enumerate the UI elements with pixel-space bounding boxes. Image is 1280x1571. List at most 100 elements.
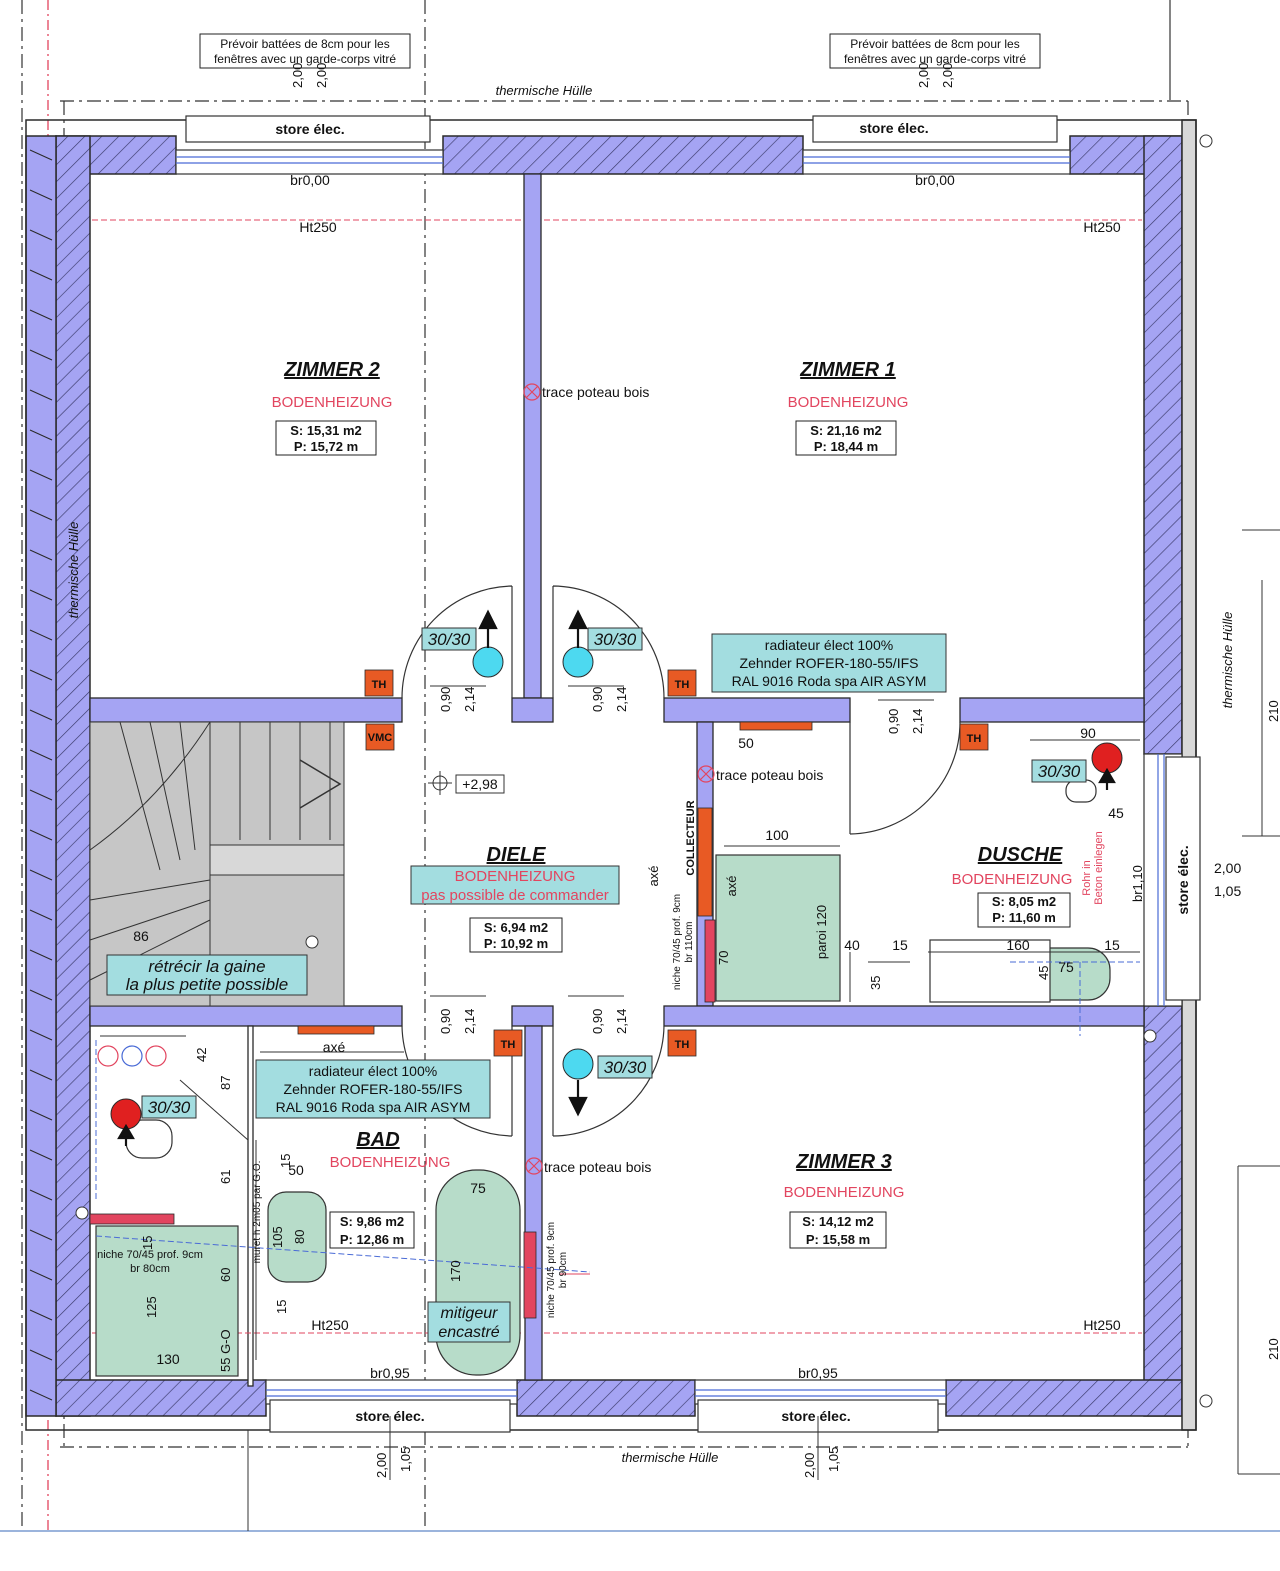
room-title-dusche: DUSCHE: [978, 844, 1063, 866]
store-label-top-left: store élec.: [275, 121, 344, 137]
note-top-right-1: Prévoir battées de 8cm pour les: [850, 37, 1019, 51]
area-boxes: [199, 33, 1071, 1249]
dim-170: 170: [448, 1260, 463, 1282]
note-diele: pas possible de commander: [421, 887, 609, 904]
heating-dusche: BODENHEIZUNG: [952, 871, 1073, 888]
dim-bottom-right-a: 2,00: [802, 1453, 817, 1478]
ht-zimmer1: Ht250: [1083, 219, 1121, 235]
radiator-top-2: Zehnder ROFER-180-55/IFS: [740, 655, 919, 671]
store-label-right: store élec.: [1175, 845, 1191, 914]
envelope-label-left: thermische Hülle: [66, 522, 81, 619]
perimeter-bad: P: 12,86 m: [340, 1232, 404, 1247]
dim-86: 86: [133, 928, 149, 944]
note-top-right-2: fenêtres avec un garde-corps vitré: [844, 52, 1026, 66]
insulation-ticks: [29, 149, 53, 1401]
trace-label-2: trace poteau bois: [716, 767, 823, 783]
dim-15-c: 15: [278, 1154, 293, 1168]
dimension-lines: [95, 529, 1280, 1531]
dim-55go: 55 G-O: [218, 1329, 233, 1372]
dim-40: 40: [844, 937, 860, 953]
dim-right-105: 1,05: [1214, 883, 1241, 899]
mitigeur-2: encastré: [438, 1324, 499, 1341]
dim-door-2a: 0,90: [590, 687, 605, 712]
dim-door-1a: 0,90: [438, 687, 453, 712]
area-zimmer3: S: 14,12 m2: [802, 1214, 874, 1229]
dim-45-b: 45: [1036, 966, 1051, 980]
dim-door-3b: 2,14: [910, 709, 925, 734]
niche-bad-left-1: niche 70/45 prof. 9cm: [97, 1249, 203, 1261]
door-tag-zimmer3: 30/30: [604, 1058, 647, 1077]
level-marker: [428, 771, 505, 795]
trace-label-1: trace poteau bois: [542, 384, 649, 400]
perimeter-zimmer2: P: 15,72 m: [294, 439, 358, 454]
room-title-zimmer1: ZIMMER 1: [799, 359, 896, 381]
vmc-label: VMC: [368, 732, 393, 744]
note-top-left-1: Prévoir battées de 8cm pour les: [220, 37, 389, 51]
br-top-right: br0,00: [915, 172, 955, 188]
dim-door-2b: 2,14: [614, 687, 629, 712]
br-bottom-right: br0,95: [798, 1365, 838, 1381]
dim-top-right-b: 2,00: [940, 63, 955, 88]
niche-bad-right-1: niche 70/45 prof. 9cm: [546, 1222, 557, 1318]
dim-right-200: 2,00: [1214, 860, 1241, 876]
dim-15-e: 15: [140, 1236, 155, 1250]
store-label-top-right: store élec.: [859, 120, 928, 136]
dim-75-a: 75: [1058, 959, 1074, 975]
vent-circles: [97, 1045, 167, 1067]
br-top-left: br0,00: [290, 172, 330, 188]
dim-210-b: 210: [1266, 1338, 1280, 1360]
perimeter-dusche: P: 11,60 m: [992, 910, 1056, 925]
th-label-1: TH: [372, 679, 387, 691]
room-title-zimmer2: ZIMMER 2: [283, 359, 380, 381]
th-label-5: TH: [675, 1039, 690, 1051]
exterior-walls: [25, 119, 1197, 1431]
dim-door-1b: 2,14: [462, 687, 477, 712]
perimeter-diele: P: 10,92 m: [484, 936, 548, 951]
dim-50: 50: [738, 735, 754, 751]
dim-top-left-a: 2,00: [290, 63, 305, 88]
dim-125: 125: [144, 1296, 159, 1318]
door-tag-bad: 30/30: [148, 1098, 191, 1117]
rohr-1: Rohr in: [1081, 860, 1093, 895]
heating-zimmer1: BODENHEIZUNG: [788, 394, 909, 411]
mitigeur-1: mitigeur: [441, 1305, 499, 1322]
perimeter-zimmer3: P: 15,58 m: [806, 1232, 870, 1247]
level-label: +2,98: [462, 776, 498, 792]
door-tag-zimmer2: 30/30: [428, 630, 471, 649]
dim-door-4b: 2,14: [462, 1009, 477, 1034]
th-label-4: TH: [501, 1039, 516, 1051]
envelope-label-top: thermische Hülle: [496, 83, 593, 98]
dim-87: 87: [218, 1076, 233, 1090]
red-fills: [89, 919, 716, 1319]
dim-80: 80: [292, 1230, 307, 1244]
dim-61: 61: [218, 1170, 233, 1184]
axe-label-2: axé: [724, 876, 739, 897]
teal-boxes: [106, 627, 1087, 1343]
dim-50-b: 50: [288, 1162, 304, 1178]
th-label-2: TH: [675, 679, 690, 691]
room-title-zimmer3: ZIMMER 3: [795, 1151, 892, 1173]
dim-60: 60: [218, 1268, 233, 1282]
gaine-note-1: rétrécir la gaine: [148, 957, 265, 976]
radiator-top-3: RAL 9016 Roda spa AIR ASYM: [732, 673, 927, 689]
dim-210-a: 210: [1266, 700, 1280, 722]
niche-diele-1: niche 70/45 prof. 9cm: [672, 894, 683, 990]
envelope-label-right: thermische Hülle: [1220, 612, 1235, 709]
area-zimmer1: S: 21,16 m2: [810, 423, 882, 438]
dim-90: 90: [1080, 725, 1096, 741]
dim-45: 45: [1108, 805, 1124, 821]
trace-label-3: trace poteau bois: [544, 1159, 651, 1175]
dim-130: 130: [156, 1351, 180, 1367]
dim-top-right-a: 2,00: [916, 63, 931, 88]
store-label-bottom-left: store élec.: [355, 1408, 424, 1424]
paroi-label: paroi 120: [814, 905, 829, 959]
perimeter-zimmer1: P: 18,44 m: [814, 439, 878, 454]
heating-bad: BODENHEIZUNG: [330, 1154, 451, 1171]
dim-15-a: 15: [892, 937, 908, 953]
axe-label-3: axé: [323, 1039, 346, 1055]
corner-circles: [75, 134, 1213, 1408]
orange-markers: [297, 669, 989, 1057]
dim-bottom-right-b: 1,05: [826, 1447, 841, 1472]
envelope-label-bottom: thermische Hülle: [622, 1450, 719, 1465]
